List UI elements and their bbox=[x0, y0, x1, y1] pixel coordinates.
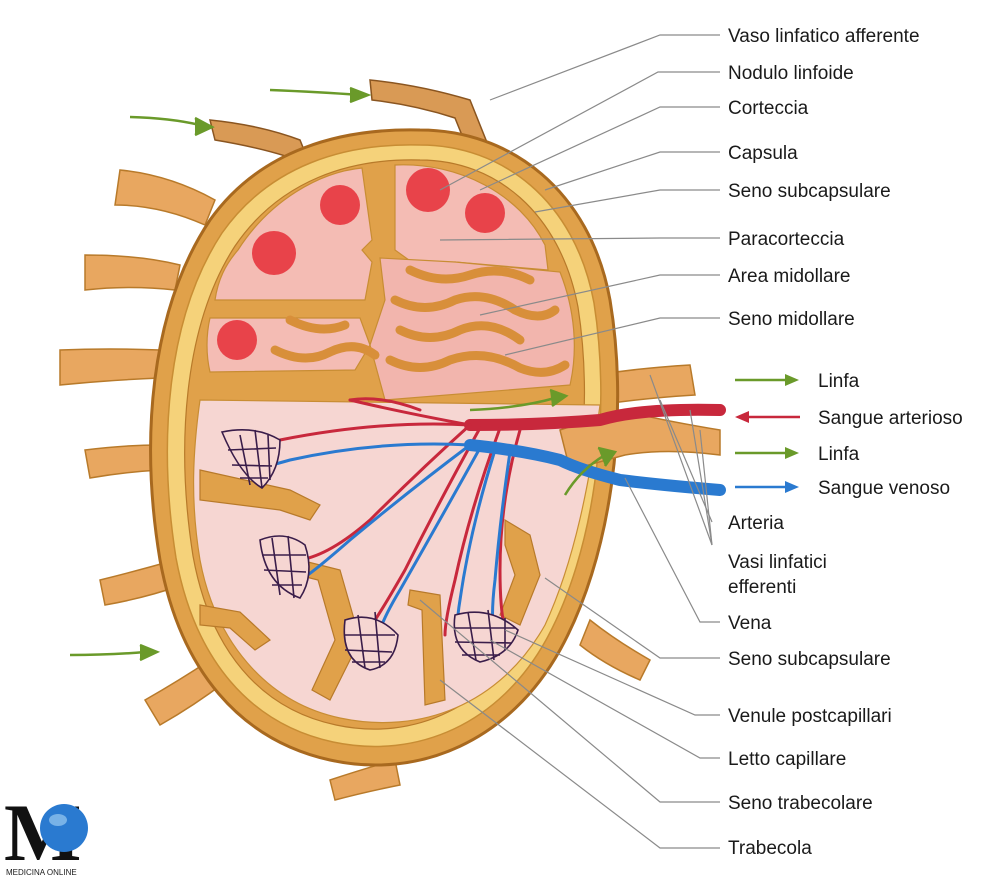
logo-text: MEDICINA ONLINE bbox=[6, 868, 77, 877]
legend-item-linfa-1: Linfa bbox=[735, 371, 860, 392]
label-vaso-linfatico-afferente: Vaso linfatico afferente bbox=[728, 26, 920, 47]
label-capsula: Capsula bbox=[728, 143, 798, 164]
label-arteria: Arteria bbox=[728, 513, 784, 534]
globe-icon bbox=[40, 804, 88, 852]
legend-label: Sangue arterioso bbox=[818, 408, 963, 429]
label-paracorteccia: Paracorteccia bbox=[728, 229, 845, 250]
medullary-cords bbox=[270, 265, 570, 377]
medicina-online-logo: M MEDICINA ONLINE bbox=[4, 787, 88, 878]
lymph-arrow-in-2 bbox=[129, 115, 201, 127]
label-venule-postcapillari: Venule postcapillari bbox=[728, 706, 892, 727]
legend-label: Sangue venoso bbox=[818, 478, 950, 499]
lymph-flow-arrows bbox=[69, 86, 618, 662]
label-trabecola: Trabecola bbox=[728, 838, 812, 859]
capillary-bed-3 bbox=[343, 611, 399, 671]
capillary-bed-1 bbox=[220, 429, 281, 490]
label-seno-subcapsulare-bottom: Seno subcapsulare bbox=[728, 649, 891, 670]
structure-labels: Vaso linfatico afferente Nodulo linfoide… bbox=[728, 26, 920, 859]
legend-item-sangue-arterioso: Sangue arterioso bbox=[735, 408, 963, 429]
label-vasi-linfatici: Vasi linfatici bbox=[728, 552, 827, 573]
label-corteccia: Corteccia bbox=[728, 98, 809, 119]
legend: Linfa Sangue arterioso Linfa Sangue veno… bbox=[735, 371, 963, 499]
label-area-midollare: Area midollare bbox=[728, 266, 851, 287]
legend-label: Linfa bbox=[818, 444, 860, 465]
lymphoid-nodules bbox=[217, 168, 505, 360]
label-letto-capillare: Letto capillare bbox=[728, 749, 846, 770]
capillary-beds bbox=[220, 429, 519, 671]
capillary-bed-4 bbox=[453, 609, 519, 663]
legend-item-sangue-venoso: Sangue venoso bbox=[735, 478, 950, 499]
leader-lines bbox=[419, 34, 720, 849]
legend-item-linfa-2: Linfa bbox=[735, 444, 860, 465]
lymph-arrow-in-1 bbox=[269, 88, 361, 97]
artery-vessels bbox=[238, 397, 726, 637]
lymph-arrow-in-3 bbox=[69, 650, 146, 657]
label-seno-subcapsulare-top: Seno subcapsulare bbox=[728, 181, 891, 202]
trabeculae bbox=[199, 469, 541, 706]
label-seno-midollare: Seno midollare bbox=[728, 309, 855, 330]
label-seno-trabecolare: Seno trabecolare bbox=[728, 793, 873, 814]
legend-label: Linfa bbox=[818, 371, 860, 392]
label-efferenti: efferenti bbox=[728, 577, 796, 598]
label-nodulo-linfoide: Nodulo linfoide bbox=[728, 63, 854, 84]
capillary-bed-2 bbox=[259, 535, 310, 599]
lymph-arrow-out-2 bbox=[563, 453, 606, 496]
lymph-arrow-out-1 bbox=[469, 396, 556, 412]
label-vena: Vena bbox=[728, 613, 772, 634]
